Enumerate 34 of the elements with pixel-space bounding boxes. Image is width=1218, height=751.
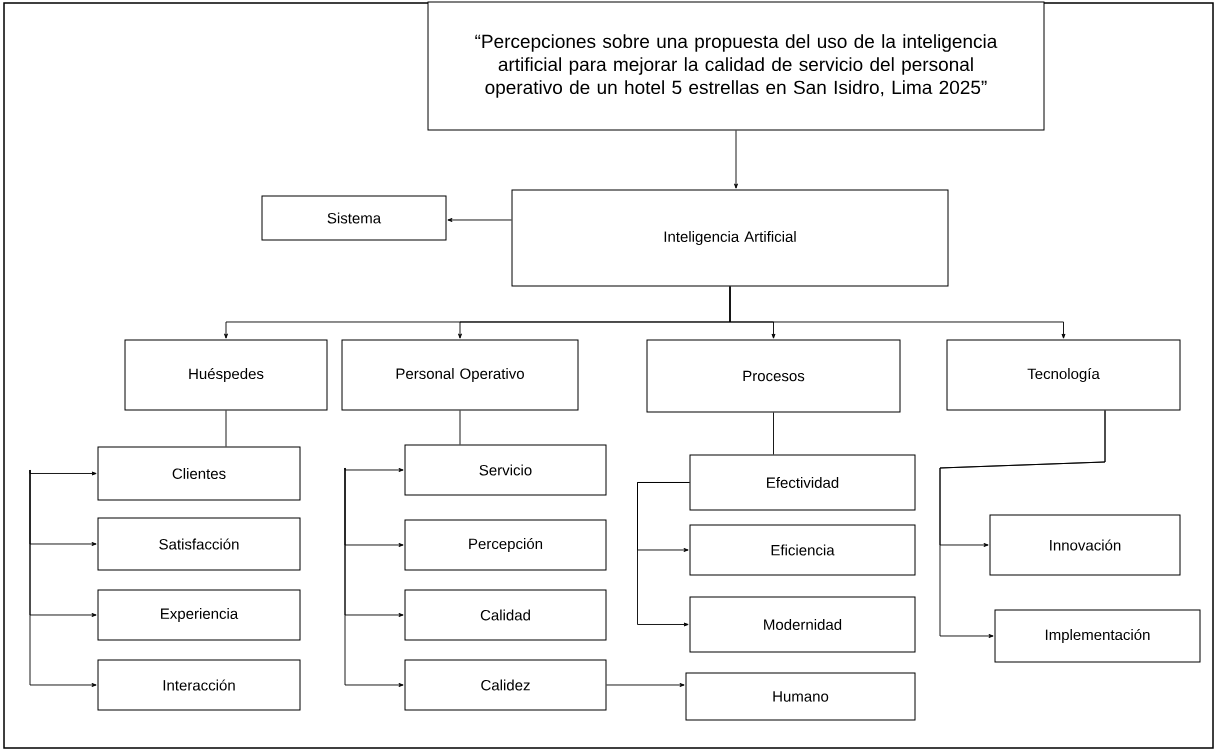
concept-box: Percepción — [404, 519, 607, 571]
concept-box: Clientes — [97, 446, 301, 501]
connector-line — [459, 410, 461, 445]
concept-box: Calidad — [404, 589, 607, 641]
concept-box: Inteligencia Artificial — [511, 189, 949, 287]
arrow — [734, 130, 738, 189]
connector-line — [225, 410, 227, 447]
concept-box: Servicio — [404, 444, 607, 496]
concept-box: Efectividad — [689, 454, 916, 511]
concept-box: Huéspedes — [124, 339, 328, 411]
concept-box: Eficiencia — [689, 524, 916, 576]
concept-box: Tecnología — [946, 339, 1181, 411]
concept-box: Innovación — [989, 514, 1181, 576]
arrow — [729, 286, 1066, 339]
concept-box: Experiencia — [97, 589, 301, 641]
concept-box: Procesos — [646, 339, 901, 413]
concept-box: Calidez — [404, 659, 607, 711]
arrow — [606, 683, 685, 687]
arrow — [29, 469, 97, 476]
concept-box: Modernidad — [689, 596, 916, 653]
arrow — [637, 482, 690, 627]
arrow — [344, 467, 404, 687]
arrow — [447, 218, 512, 222]
concept-box: Sistema — [261, 195, 447, 241]
concept-box: Personal Operativo — [341, 339, 579, 411]
concept-box: Satisfacción — [97, 517, 301, 571]
concept-box: Interacción — [97, 659, 301, 711]
title-box: “Percepciones sobre una propuesta del uso de la inteligencia artificial para mejorar la calidad de servicio del personal operativo de un hotel 5 estrellas en San Isidro, Lima 2025” — [427, 1, 1045, 131]
concept-box: Humano — [685, 672, 916, 721]
arrow — [939, 410, 1106, 638]
connector-line — [773, 412, 774, 455]
concept-box: Implementación — [994, 609, 1201, 663]
arrow — [344, 467, 404, 472]
arrow — [29, 469, 97, 687]
